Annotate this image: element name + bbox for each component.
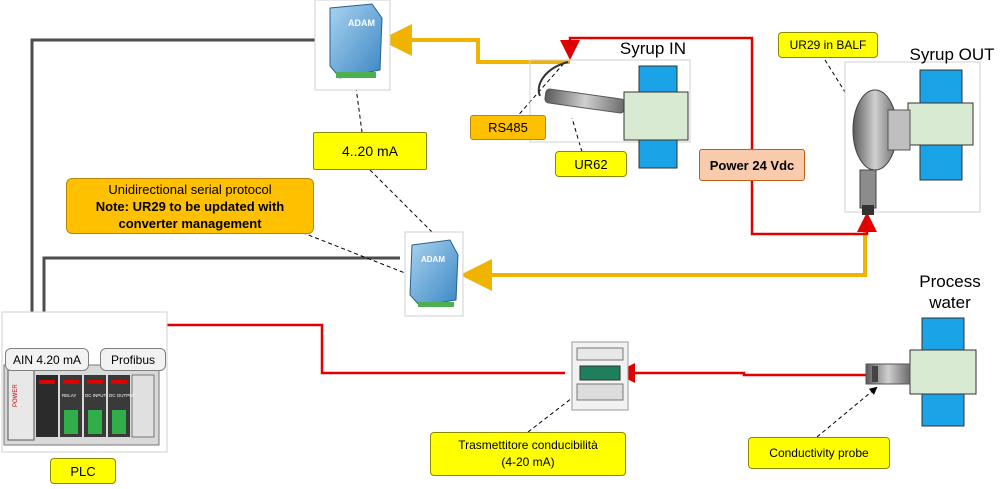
ur29-balf-label: UR29 in BALF xyxy=(778,32,878,58)
plc-dc-input-text: DC INPUT xyxy=(85,393,107,398)
plc-rack: POWER RELAY DC INPUT DC OUTPUT xyxy=(1,311,168,453)
serial-protocol-text: Unidirectional serial protocol xyxy=(108,181,272,197)
transmitter-label: Trasmettitore conducibilità (4-20 mA) xyxy=(430,432,626,476)
note-text: Note: UR29 to be updated with converter … xyxy=(95,198,285,231)
adam-module-top: ADAM xyxy=(314,0,391,91)
profibus-label: Profibus xyxy=(100,348,166,371)
plc-wires xyxy=(20,38,400,344)
plc-dc-output-text: DC OUTPUT xyxy=(109,393,135,398)
transmitter-line1: Trasmettitore conducibilità xyxy=(458,438,598,452)
conductivity-probe-label: Conductivity probe xyxy=(748,437,890,469)
rs485-label: RS485 xyxy=(470,115,546,140)
plc-label: PLC xyxy=(50,458,116,484)
serial-protocol-note: Unidirectional serial protocol Note: UR2… xyxy=(66,178,314,234)
conductivity-probe xyxy=(865,363,911,385)
transmitter-line2: (4-20 mA) xyxy=(501,455,555,469)
ur62-label: UR62 xyxy=(555,151,627,177)
plc-relay-text: RELAY xyxy=(62,393,76,398)
ur29-sensor xyxy=(844,61,981,215)
ma-4-20-label: 4..20 mA xyxy=(313,132,427,170)
plc-power-text: POWER xyxy=(13,384,19,407)
signal-wires xyxy=(380,24,867,291)
syrup-in-label: Syrup IN xyxy=(619,39,687,58)
adam-brand-top: ADAM xyxy=(348,18,375,28)
power-24-label: Power 24 Vdc xyxy=(699,149,805,181)
ain-label: AIN 4.20 mA xyxy=(5,348,89,371)
conductivity-transmitter xyxy=(571,341,629,411)
process-water-pipe xyxy=(909,317,977,427)
adam-module-middle: ADAM xyxy=(404,231,464,317)
adam-brand-middle: ADAM xyxy=(421,255,445,264)
process-water-line1: Process xyxy=(919,272,981,291)
process-water-line2: water xyxy=(929,293,971,312)
leader-lines xyxy=(249,59,878,438)
syrup-in-pipe xyxy=(623,65,689,169)
process-water-label: Process water xyxy=(900,270,1000,314)
syrup-out-label: Syrup OUT xyxy=(909,45,995,64)
